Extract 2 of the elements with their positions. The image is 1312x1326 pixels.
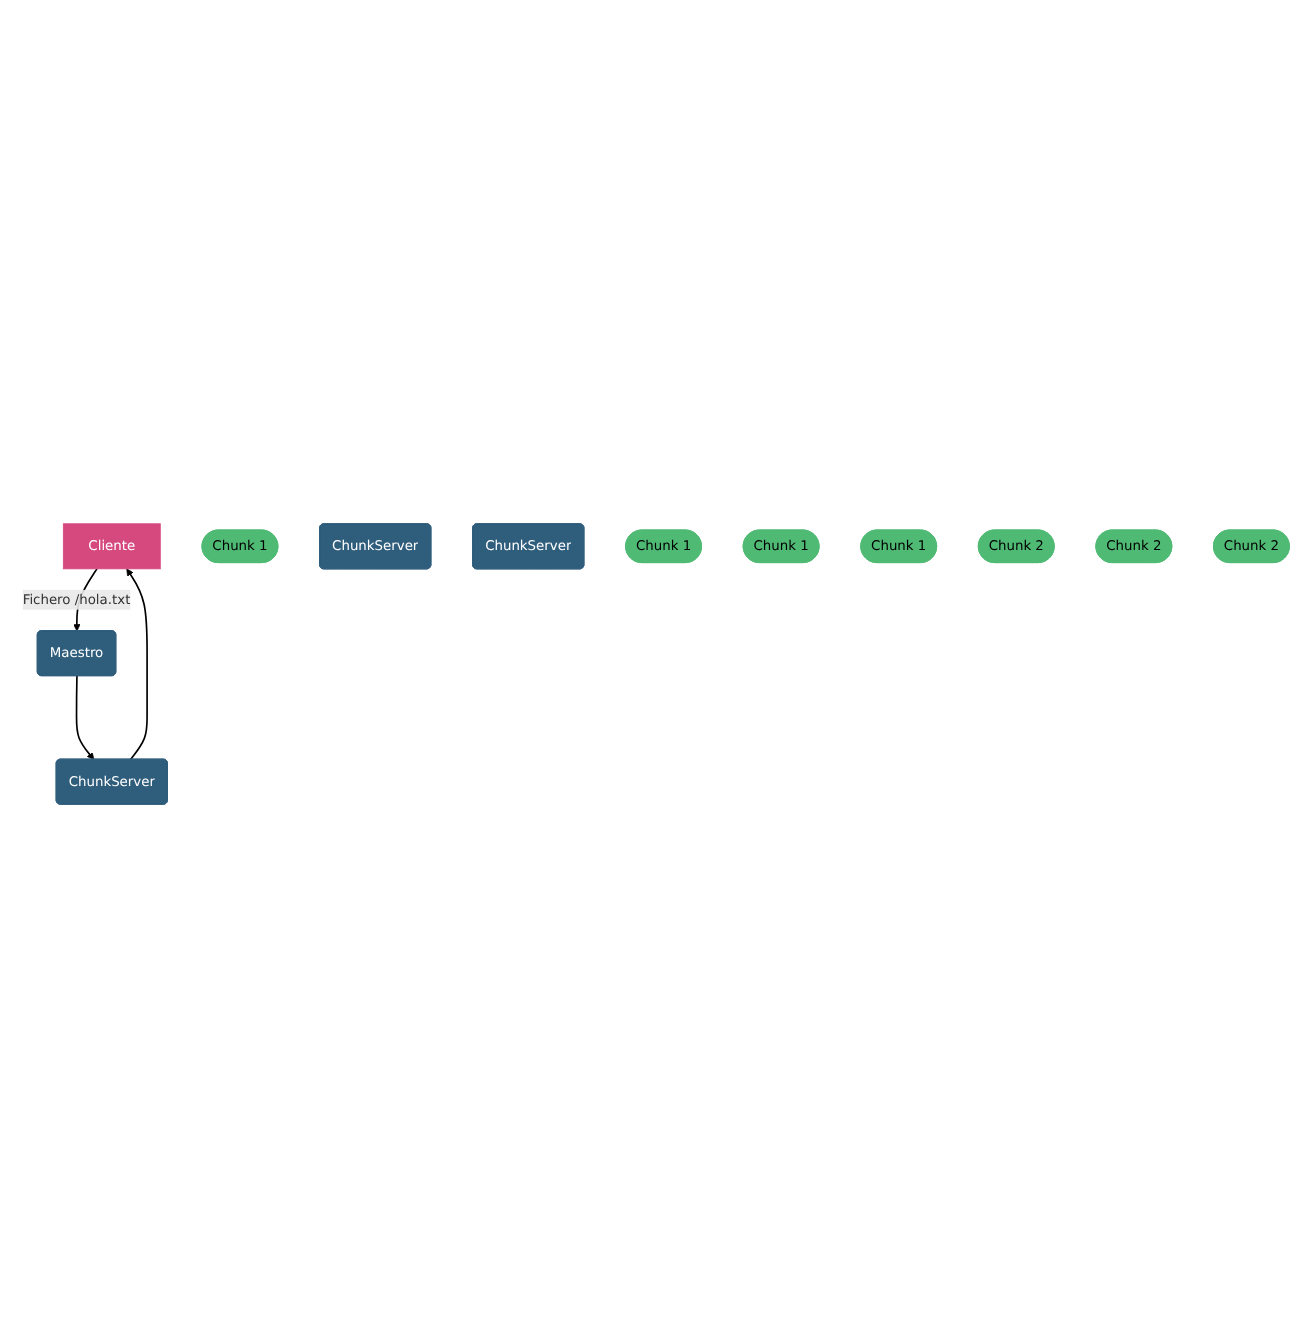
arrow: [126, 567, 148, 760]
arrow: [75, 674, 95, 759]
